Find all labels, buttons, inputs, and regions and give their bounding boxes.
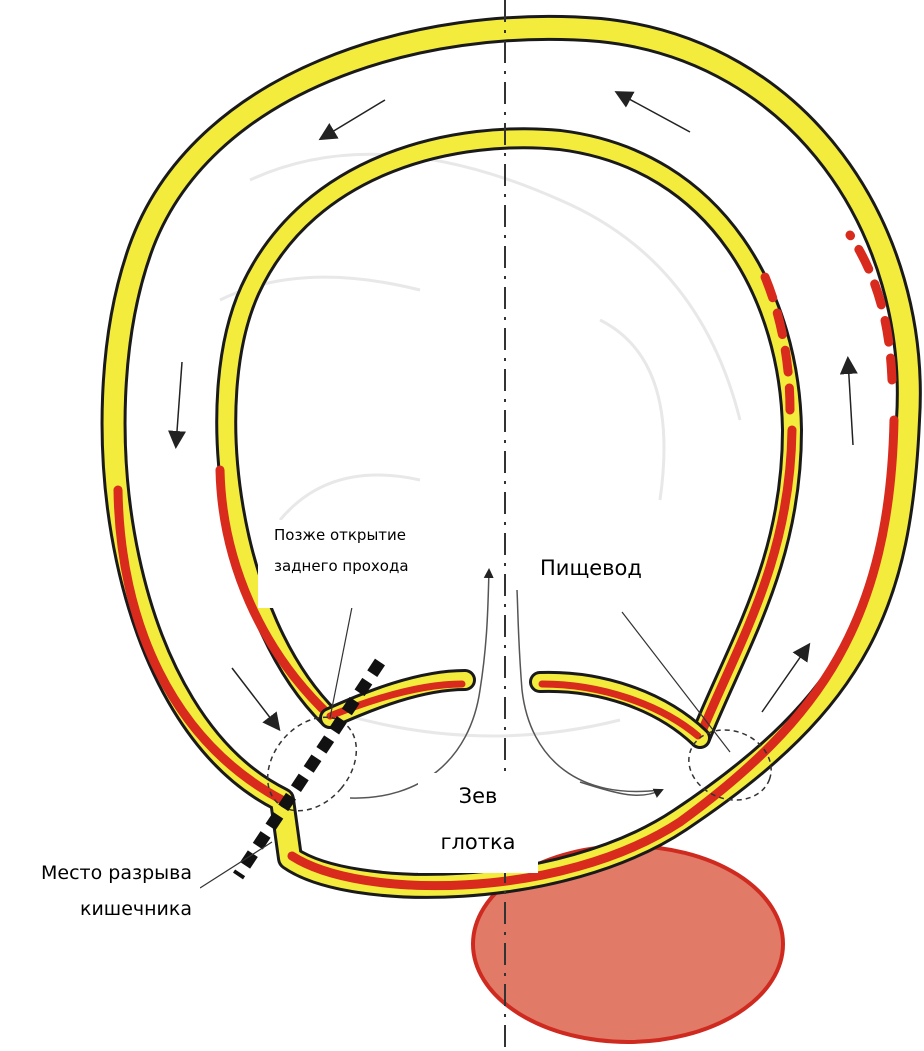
rupture-site-label: Место разрыва кишечника [0, 855, 200, 935]
arrow-top-left [322, 100, 385, 138]
faint-background-sketch [220, 154, 740, 736]
rupture-line-2: кишечника [0, 891, 192, 927]
rupture-line-1: Место разрыва [0, 855, 192, 891]
later-opening-label: Позже открытие заднего прохода [258, 520, 458, 608]
later-opening-line-1: Позже открытие [274, 520, 458, 551]
pharynx-arms [330, 680, 700, 738]
arrow-left-down [176, 362, 182, 445]
arrow-top-right [618, 93, 690, 132]
pharynx-label: Зев глотка [418, 773, 538, 873]
leader-rupture [200, 842, 272, 888]
esophagus-label: Пищевод [522, 545, 694, 597]
pharynx-line-1: Зев [418, 773, 538, 819]
later-opening-line-2: заднего прохода [274, 551, 458, 582]
esophagus-text: Пищевод [540, 545, 694, 591]
arrow-lower-left [232, 668, 278, 728]
pharynx-line-2: глотка [418, 819, 538, 865]
inner-gut-tube [220, 138, 792, 738]
arrow-right-up [848, 360, 853, 445]
